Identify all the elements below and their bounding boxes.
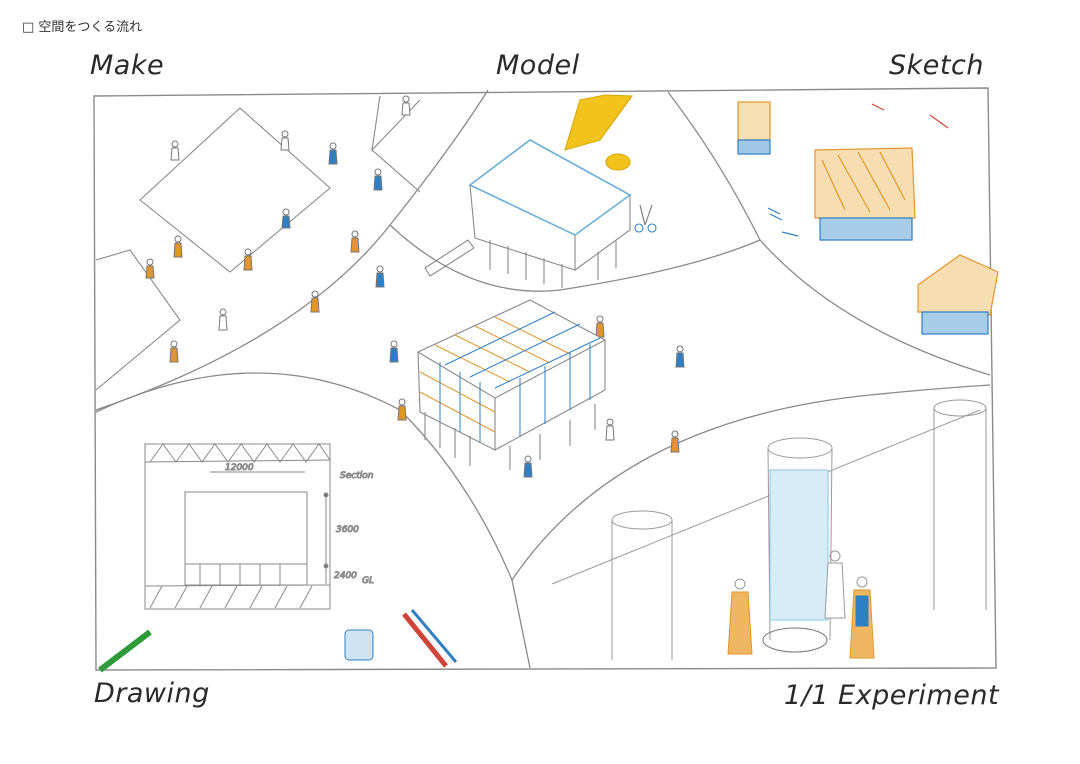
dim-section: Section bbox=[340, 471, 374, 481]
label-model: Model bbox=[496, 50, 580, 81]
model-zone bbox=[424, 94, 657, 288]
page-title: □ 空間をつくる流れ bbox=[22, 20, 143, 35]
label-sketch: Sketch bbox=[889, 50, 984, 81]
experiment-zone bbox=[551, 399, 987, 660]
dim-gl: GL bbox=[362, 576, 374, 586]
dim-width: 12000 bbox=[225, 463, 254, 473]
label-make: Make bbox=[90, 50, 165, 81]
zone-dividers bbox=[95, 89, 991, 669]
sketch-zone bbox=[737, 101, 999, 335]
label-drawing: Drawing bbox=[94, 678, 210, 709]
people bbox=[145, 95, 685, 478]
label-experiment: 1/1 Experiment bbox=[784, 680, 1000, 711]
drawing-zone: 12000 Section 3600 2400 GL bbox=[98, 443, 458, 673]
frame bbox=[93, 87, 997, 671]
dim-ground: 2400 bbox=[334, 571, 357, 581]
make-zone bbox=[95, 95, 421, 391]
dim-height: 3600 bbox=[336, 525, 359, 535]
central-building bbox=[416, 299, 607, 470]
